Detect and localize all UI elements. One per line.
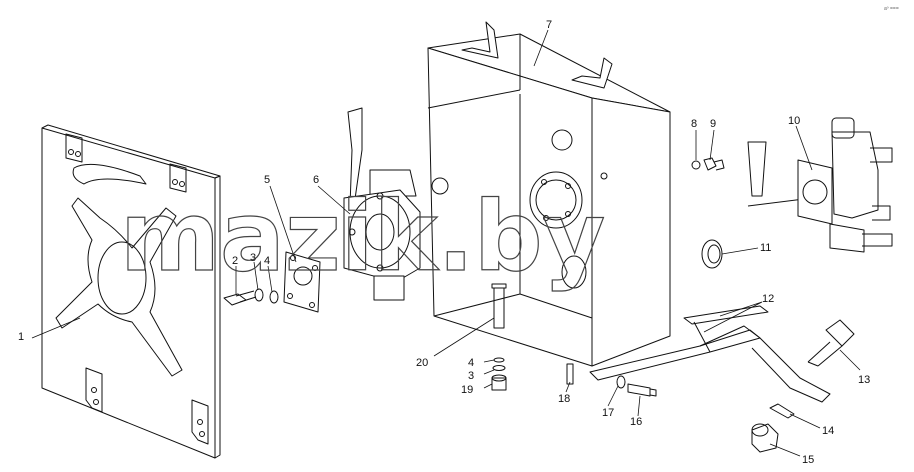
pin (566, 363, 574, 385)
nut-small (691, 160, 701, 170)
callout-16: 16 (630, 416, 642, 428)
callout-2: 2 (232, 255, 238, 267)
bolt-small (703, 157, 725, 171)
callout-3b: 3 (468, 370, 474, 382)
bolt-16 (627, 383, 657, 397)
seal-ring-inner (707, 244, 721, 264)
callout-1: 1 (18, 331, 24, 343)
large-bolt (807, 319, 855, 367)
callout-5: 5 (264, 174, 270, 186)
callout-4b: 4 (468, 357, 474, 369)
ring (269, 290, 279, 304)
callout-13: 13 (858, 374, 870, 386)
callout-20: 20 (416, 357, 428, 369)
callout-4: 4 (264, 255, 270, 267)
front-panel (41, 124, 221, 459)
callout-14: 14 (822, 425, 834, 437)
fastener-stack (491, 357, 507, 391)
nut (751, 423, 779, 453)
callout-7: 7 (546, 19, 552, 31)
stud-bolt (491, 283, 507, 329)
washer (254, 288, 264, 302)
callout-3: 3 (250, 252, 256, 264)
callout-18: 18 (558, 393, 570, 405)
seal-ring (701, 239, 723, 269)
distributor-valve (747, 117, 893, 253)
valve-with-lever (343, 107, 421, 301)
bolt (223, 290, 257, 306)
washer-17 (616, 375, 626, 389)
spring-washer (769, 403, 795, 419)
callout-19: 19 (461, 384, 473, 396)
callout-17: 17 (602, 407, 614, 419)
callout-15: 15 (802, 454, 814, 466)
leader-lines (31, 29, 861, 457)
main-box (427, 21, 671, 367)
callout-6: 6 (313, 174, 319, 186)
callout-8: 8 (691, 118, 697, 130)
mounting-bracket (589, 305, 831, 403)
callout-11: 11 (760, 242, 771, 254)
callout-10: 10 (788, 115, 800, 127)
callout-12: 12 (762, 293, 774, 305)
callout-labels: 1 2 3 4 5 6 7 8 9 10 11 12 13 14 15 16 1… (18, 19, 870, 466)
watermark-text: mazik.by (120, 181, 605, 293)
callout-9: 9 (710, 118, 716, 130)
corner-mark: aº === (884, 6, 899, 12)
flange-plate (283, 251, 321, 313)
